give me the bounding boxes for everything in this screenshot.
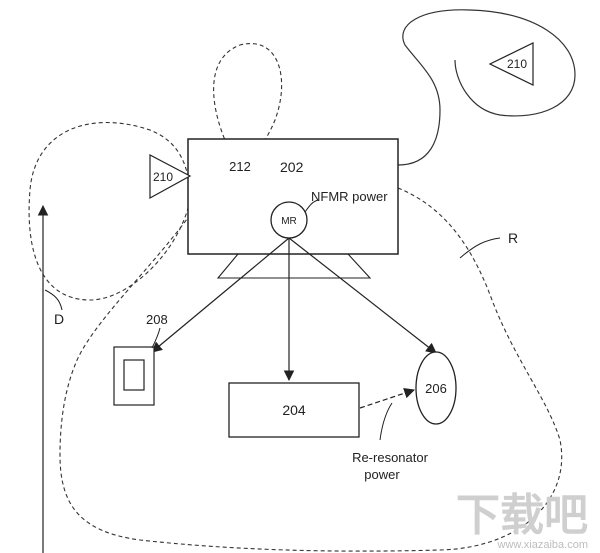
label-212: 212 — [229, 159, 251, 174]
arrow-204-to-206 — [359, 387, 416, 409]
label-re-resonator-line2: power — [364, 467, 400, 482]
re-resonator-leader — [379, 402, 393, 441]
label-206: 206 — [425, 381, 447, 396]
leader-208 — [151, 327, 161, 349]
device-208-screen — [123, 359, 145, 391]
label-202: 202 — [280, 159, 304, 175]
arrow-to-208 — [151, 237, 290, 353]
label-re-resonator-line1: Re-resonator — [352, 450, 429, 465]
leader-d — [44, 289, 63, 311]
label-nfmr-power: NFMR power — [311, 189, 388, 204]
label-204: 204 — [282, 402, 306, 418]
coverage-loop-left — [28, 122, 191, 301]
label-r: R — [508, 230, 518, 246]
label-208: 208 — [146, 312, 168, 327]
arrow-to-206 — [288, 237, 437, 354]
leader-r — [459, 237, 501, 259]
label-antenna-right: 210 — [507, 57, 527, 71]
nfmr-leader — [304, 199, 319, 213]
antenna-left-210 — [149, 154, 192, 200]
antenna-right-210 — [488, 42, 534, 86]
device-stand — [216, 253, 372, 279]
watermark-logo-text: 下载吧 — [456, 491, 588, 540]
wire-to-right-antenna — [397, 9, 576, 166]
range-boundary-r — [59, 187, 563, 552]
label-antenna-left: 210 — [153, 170, 173, 184]
label-d: D — [54, 311, 64, 327]
device-206 — [415, 351, 457, 425]
device-204 — [228, 382, 360, 438]
label-mr: MR — [281, 216, 297, 227]
watermark-site: www.xiazaiba.com — [497, 539, 588, 551]
